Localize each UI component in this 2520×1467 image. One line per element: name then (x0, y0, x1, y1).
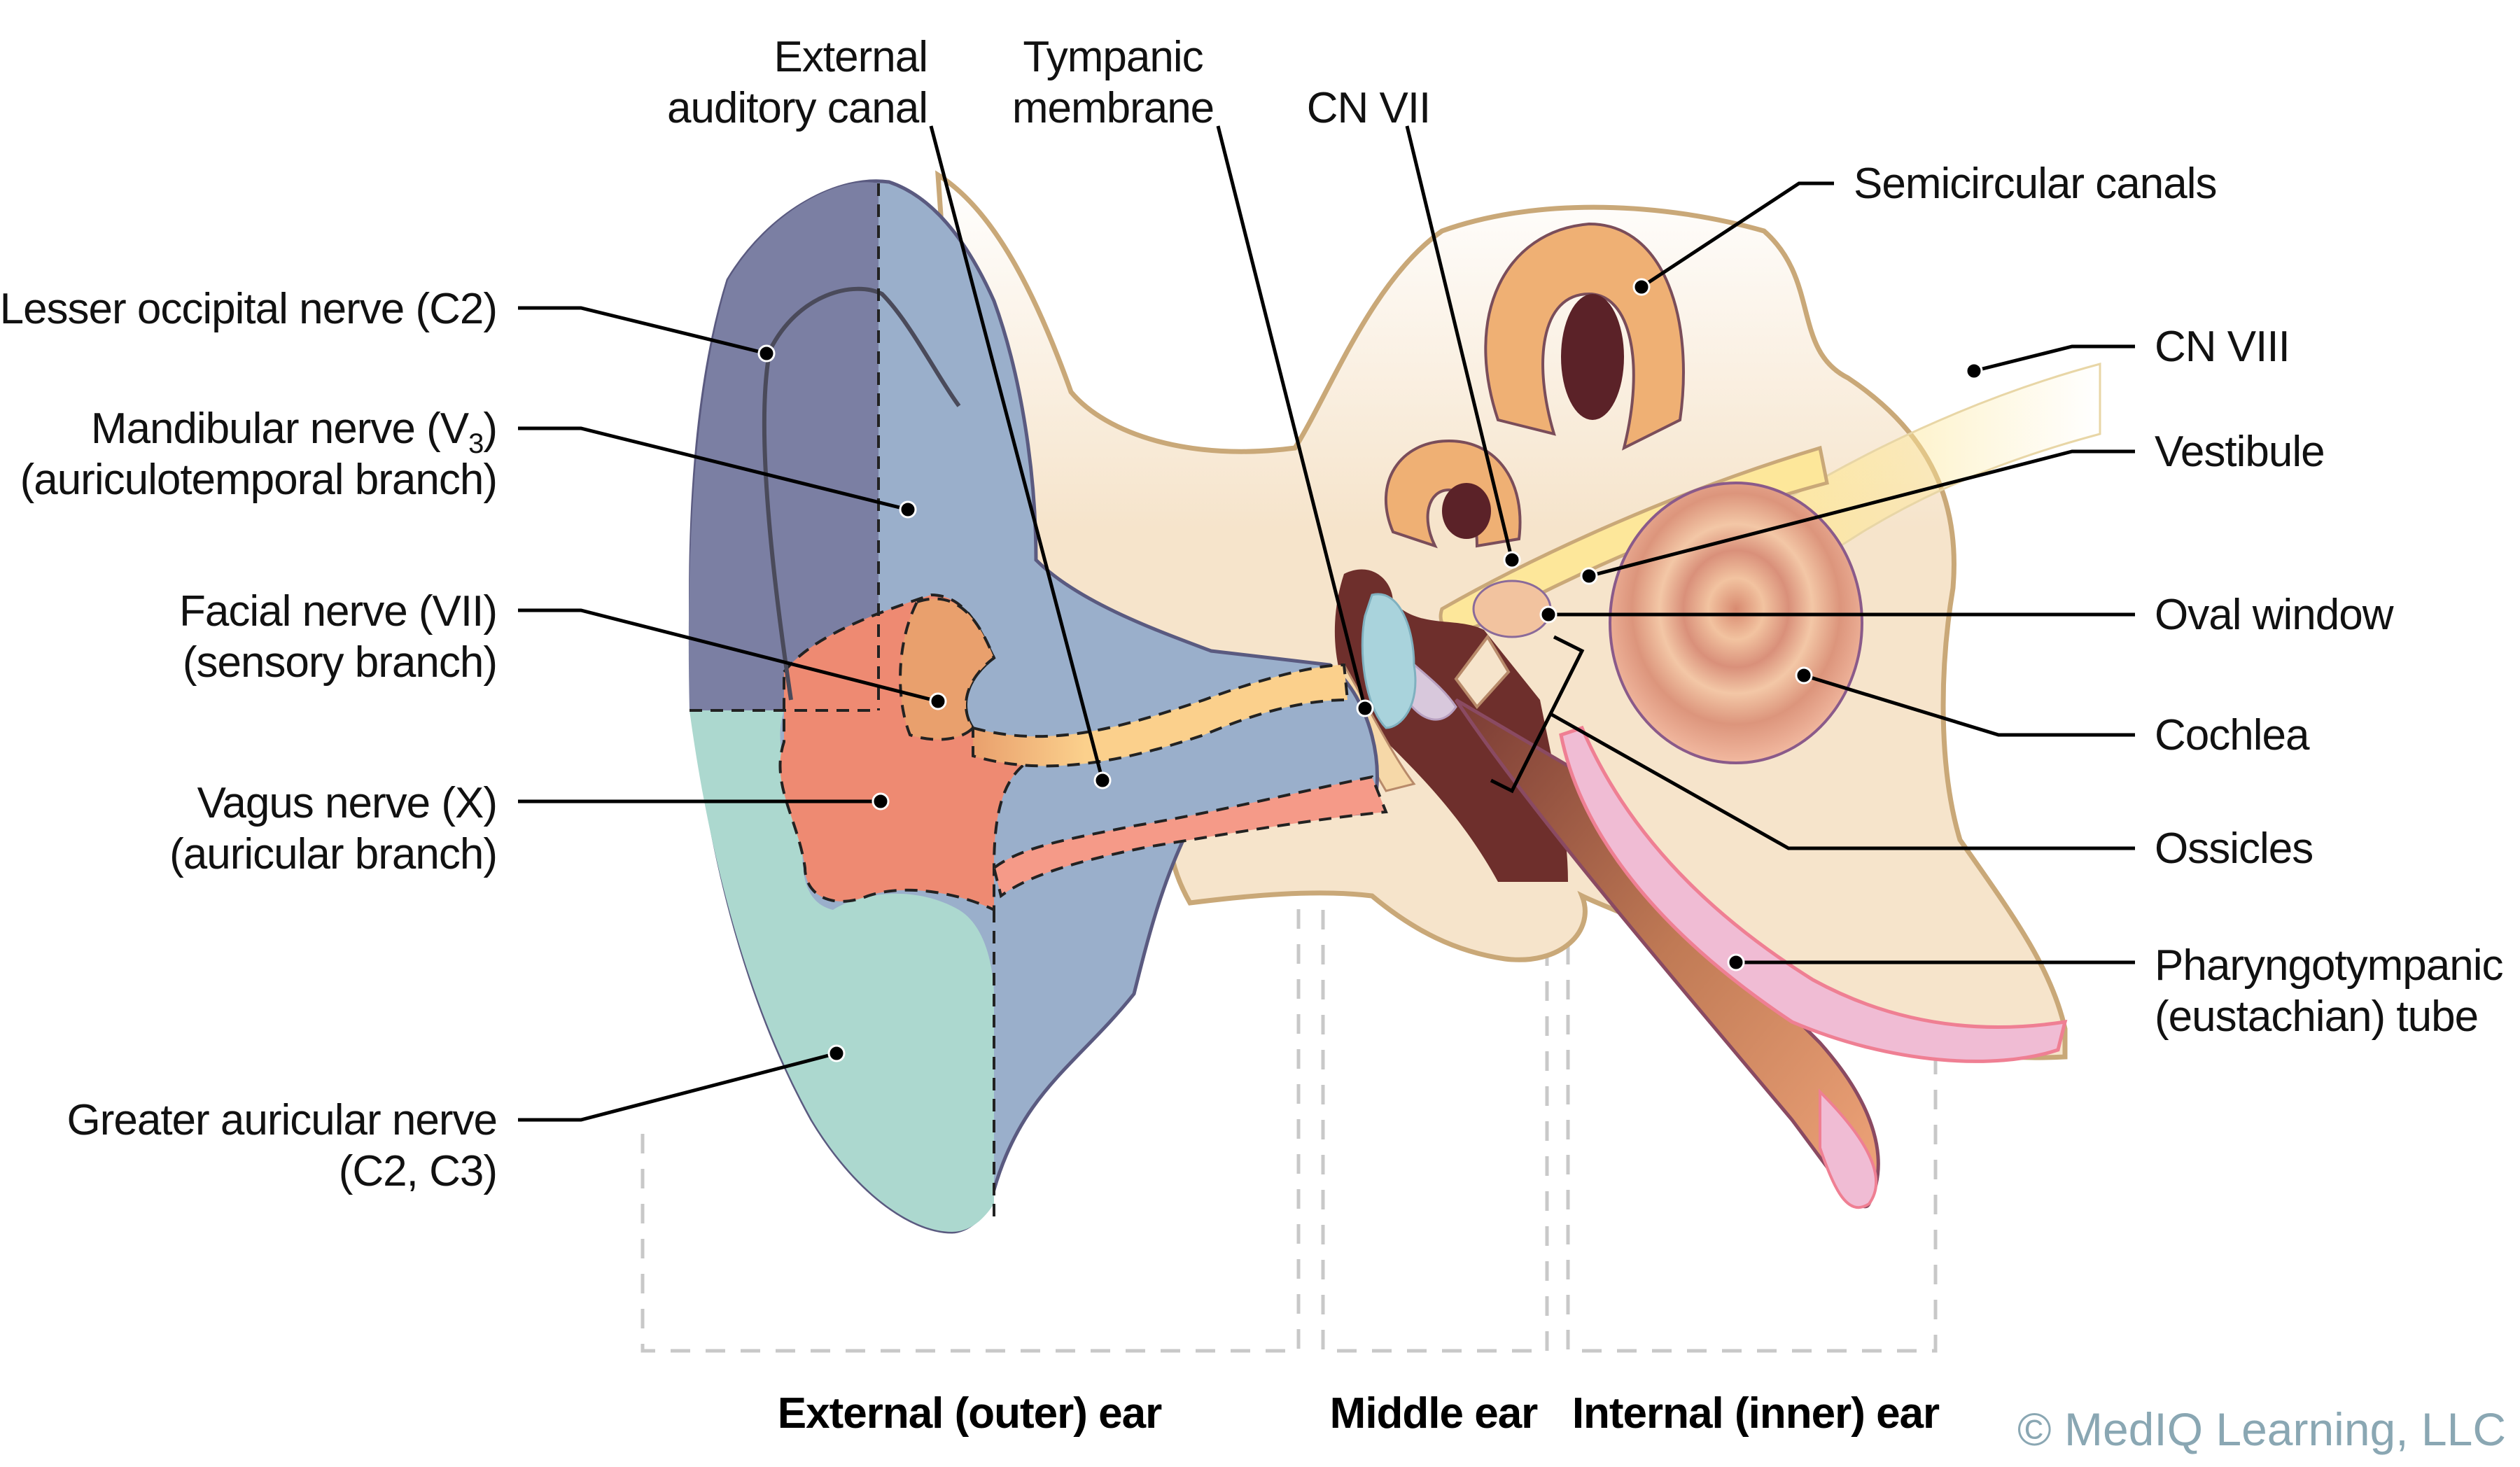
dot-pharyngotympanic (1727, 953, 1745, 971)
leader-semicircular-canals (1640, 181, 1834, 289)
auricle (688, 179, 1379, 1234)
region-labels: External (outer) ear Middle ear Internal… (778, 1389, 1940, 1438)
leader-greater-auricular (518, 1051, 837, 1122)
leader-cn-vii (1405, 125, 1514, 561)
label-tympanic-membrane-line1: Tympanic (1023, 33, 1203, 81)
cochlea (1609, 482, 1863, 764)
mandibular-main: Mandibular nerve (V (91, 405, 470, 453)
label-greater-auricular-line2: (C2, C3) (339, 1147, 497, 1195)
label-cochlea: Cochlea (2155, 711, 2310, 759)
label-lesser-occipital: Lesser occipital nerve (C2) (0, 285, 497, 333)
label-greater-auricular-line1: Greater auricular nerve (67, 1096, 498, 1144)
label-external-auditory-canal-line2: auditory canal (667, 84, 927, 132)
dot-cochlea (1795, 666, 1813, 685)
dot-facial (929, 692, 947, 710)
leader-ossicles (1549, 712, 2135, 850)
label-vagus-line2: (auricular branch) (169, 830, 497, 878)
ossicles (1361, 580, 1552, 729)
leader-tympanic-membrane (1216, 125, 1367, 709)
label-facial-line2: (sensory branch) (183, 638, 497, 687)
label-vagus-line1: Vagus nerve (X) (197, 779, 497, 827)
region-boxes (640, 875, 1938, 1353)
label-oval-window: Oval window (2155, 591, 2394, 639)
label-mandibular-line2: (auriculotemporal branch) (20, 456, 497, 504)
dot-vagus (872, 792, 890, 810)
label-cn-viii: CN VIII (2155, 323, 2290, 371)
label-external-auditory-canal-line1: External (774, 33, 927, 81)
dot-lesser-occipital (757, 344, 776, 363)
mandibular-subscript: 3 (468, 428, 483, 459)
leader-lesser-occipital (518, 306, 767, 356)
leader-external-auditory-canal (929, 125, 1105, 781)
leader-lines (518, 125, 2135, 1122)
dot-cn-vii (1503, 551, 1521, 569)
leader-facial (518, 608, 939, 703)
label-middle-ear: Middle ear (1330, 1389, 1539, 1438)
leader-vestibule (1588, 449, 2135, 578)
label-ossicles: Ossicles (2155, 824, 2313, 873)
leader-cn-viii (1973, 344, 2135, 373)
dot-vestibule (1580, 567, 1598, 585)
leader-mandibular (518, 426, 909, 512)
dot-external-auditory-canal (1093, 771, 1112, 789)
label-semicircular-canals: Semicircular canals (1854, 160, 2217, 208)
label-mandibular-line1: Mandibular nerve (V3) (91, 405, 497, 459)
dot-mandibular (899, 500, 917, 519)
dot-tympanic-membrane (1356, 699, 1374, 717)
label-internal-ear: Internal (inner) ear (1572, 1389, 1940, 1438)
top-labels: External auditory canal Tympanic membran… (667, 33, 1431, 132)
dot-greater-auricular (827, 1044, 846, 1062)
label-pharyngotympanic-line1: Pharyngotympanic (2155, 941, 2503, 990)
ossicles-bracket (1490, 635, 1585, 794)
label-facial-line1: Facial nerve (VII) (179, 587, 497, 636)
dot-cn-viii (1965, 362, 1983, 380)
mandibular-close: ) (483, 405, 497, 453)
leader-cochlea (1803, 673, 2135, 737)
label-external-ear: External (outer) ear (778, 1389, 1162, 1438)
eustachian-tube (1454, 698, 2068, 1209)
right-labels: Semicircular canals CN VIII Vestibule Ov… (1854, 160, 2504, 1041)
label-tympanic-membrane-line2: membrane (1012, 84, 1214, 132)
copyright-notice: © MedIQ Learning, LLC (2017, 1403, 2506, 1455)
dot-oval-window (1539, 605, 1558, 624)
label-pharyngotympanic-line2: (eustachian) tube (2155, 992, 2478, 1041)
label-vestibule: Vestibule (2155, 428, 2325, 476)
label-cn-vii: CN VII (1307, 84, 1431, 132)
dot-semicircular-canals (1632, 278, 1651, 296)
external-auditory-canal (972, 663, 1388, 899)
left-labels: Lesser occipital nerve (C2) Mandibular n… (0, 285, 498, 1195)
semicircular-canals (1385, 222, 1685, 549)
external-ear-box (640, 875, 1301, 1353)
